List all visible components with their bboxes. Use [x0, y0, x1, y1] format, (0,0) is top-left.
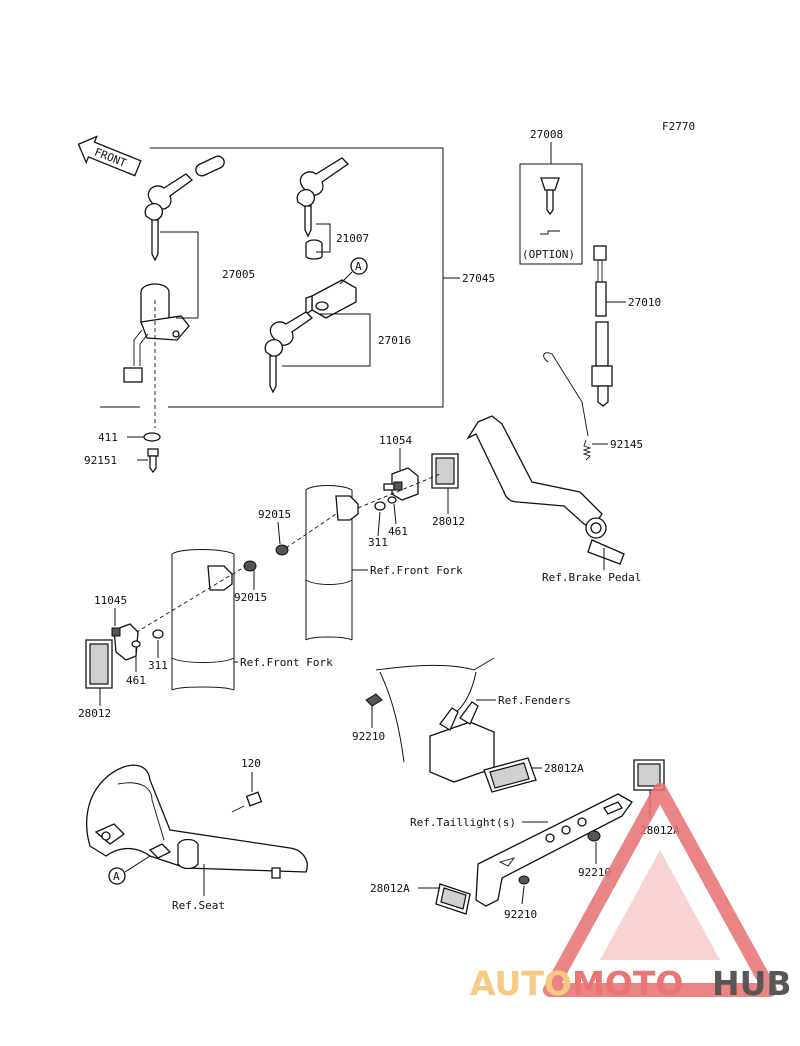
reflector-bracket-11054 [383, 467, 419, 501]
taillight-bracket-ref [475, 793, 633, 907]
label-28012-left: 28012 [78, 707, 111, 720]
label-120: 120 [241, 757, 261, 770]
watermark-text-auto: AUTO [470, 964, 572, 1003]
watermark-text-moto: MOTO [572, 964, 683, 1003]
nut-311-upper [374, 501, 386, 511]
label-11045: 11045 [94, 594, 127, 607]
spring-92145 [543, 352, 592, 461]
reflector-28012-right [431, 453, 459, 489]
screw-92210-b [587, 830, 601, 842]
reflector-28012-left [85, 639, 113, 689]
label-ref-fenders: Ref.Fenders [498, 694, 571, 707]
label-461-lower: 461 [126, 674, 146, 687]
label-27008: 27008 [530, 128, 563, 141]
nut-92015-upper [275, 544, 289, 556]
bolt-120-part [231, 791, 263, 813]
label-92015-lower: 92015 [234, 591, 267, 604]
nut-311-lower [152, 629, 164, 639]
option-key-box [519, 163, 583, 265]
label-ref-taillights: Ref.Taillight(s) [410, 816, 516, 829]
label-92015-upper: 92015 [258, 508, 291, 521]
label-27005: 27005 [222, 268, 255, 281]
label-92210-b: 92210 [578, 866, 611, 879]
label-21007: 21007 [336, 232, 369, 245]
label-461-upper: 461 [388, 525, 408, 538]
reflector-28012a-right [633, 759, 665, 791]
label-ref-seat: Ref.Seat [172, 899, 225, 912]
label-311-upper: 311 [368, 536, 388, 549]
washer-461-upper [387, 496, 397, 504]
label-27010: 27010 [628, 296, 661, 309]
label-311-lower: 311 [148, 659, 168, 672]
key-cover-part [195, 155, 225, 177]
label-92210-a: 92210 [352, 730, 385, 743]
front-fork-lower-ref [171, 549, 235, 691]
washer-411-part [143, 432, 161, 442]
figure-code: F2770 [662, 120, 695, 133]
label-92151: 92151 [84, 454, 117, 467]
kit-27045-frame [150, 147, 444, 408]
ref-circle-a-bottom [108, 867, 126, 885]
key-cylinder-21007 [296, 157, 350, 260]
label-28012a-a: 28012A [544, 762, 584, 775]
nut-92015-lower [243, 560, 257, 572]
label-option: (OPTION) [522, 248, 575, 261]
label-ref-a-top: A [355, 260, 362, 273]
reflector-28012a-lower [435, 883, 471, 915]
washer-461-lower [131, 640, 141, 648]
reflector-28012a-fender [483, 757, 537, 793]
brake-switch-27010 [591, 245, 613, 407]
seat-lock-27016 [264, 279, 357, 394]
label-92210-c: 92210 [504, 908, 537, 921]
front-arrow-icon: FRONT [77, 135, 142, 177]
fender-ref [375, 657, 495, 783]
ignition-key-set-27005 [123, 173, 193, 428]
label-28012-right: 28012 [432, 515, 465, 528]
label-28012a-b: 28012A [640, 824, 680, 837]
screw-92210-c [518, 875, 530, 885]
watermark-text-hub: HUB [712, 964, 792, 1003]
front-fork-upper-ref [305, 485, 359, 641]
label-11054: 11054 [379, 434, 412, 447]
watermark-logo: AUTO MOTO HUB [470, 783, 792, 1003]
label-ref-a-bottom: A [113, 870, 120, 883]
ref-circle-a-top [350, 257, 368, 275]
label-411: 411 [98, 431, 118, 444]
seat-ref [86, 764, 308, 879]
brake-pedal-ref [466, 415, 625, 565]
screw-92151-part [147, 448, 159, 474]
label-27016: 27016 [378, 334, 411, 347]
label-28012a-c: 28012A [370, 882, 410, 895]
label-92145: 92145 [610, 438, 643, 451]
label-ref-front-fork-2: Ref.Front Fork [240, 656, 333, 669]
option-key-27008 [540, 177, 560, 235]
label-ref-brake-pedal: Ref.Brake Pedal [542, 571, 641, 584]
screw-92210-a [365, 693, 383, 707]
label-27045: 27045 [462, 272, 495, 285]
label-ref-front-fork-1: Ref.Front Fork [370, 564, 463, 577]
